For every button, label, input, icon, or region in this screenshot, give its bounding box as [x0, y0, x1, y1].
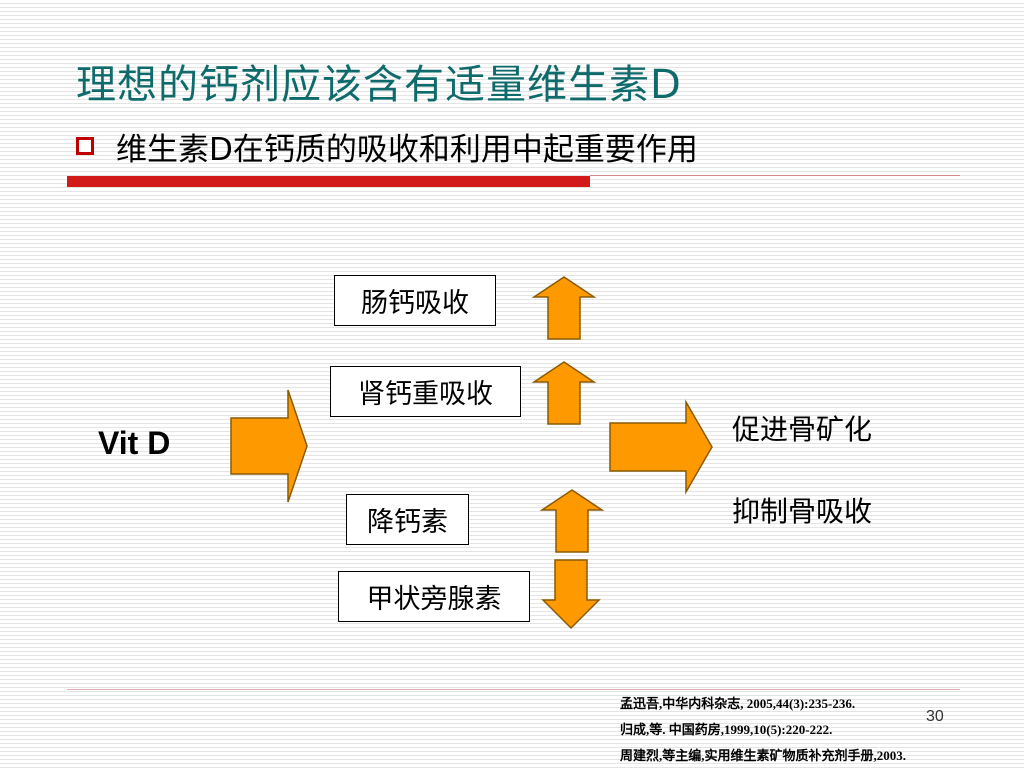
- footer-divider: [67, 689, 960, 690]
- title-underline-red: [67, 176, 590, 187]
- up-arrow-renal: [531, 361, 597, 425]
- references: 孟迅吾,中华内科杂志, 2005,44(3):235-236. 归成,等. 中国…: [620, 691, 906, 769]
- bullet-item: 维生素D在钙质的吸收和利用中起重要作用: [76, 124, 698, 168]
- page-number: 30: [926, 708, 944, 725]
- effect-inhibit-resorption: 抑制骨吸收: [732, 495, 873, 528]
- effect-right-arrow: [609, 399, 713, 495]
- vitamin-d-label: Vit D: [98, 425, 171, 461]
- vitd-right-arrow: [230, 389, 308, 503]
- square-bullet-icon: [76, 137, 94, 155]
- down-arrow-parathyroid: [541, 559, 601, 630]
- reference-item: 归成,等. 中国药房,1999,10(5):220-222.: [620, 722, 833, 737]
- box-parathyroid-hormone: 甲状旁腺素: [338, 571, 530, 622]
- box-renal-reabsorption: 肾钙重吸收: [330, 366, 521, 417]
- box-calcitonin: 降钙素: [346, 494, 469, 545]
- reference-item: 周建烈,等主编,实用维生素矿物质补充剂手册,2003.: [620, 748, 907, 763]
- reference-item: 孟迅吾,中华内科杂志, 2005,44(3):235-236.: [620, 696, 856, 711]
- up-arrow-calcitonin: [539, 489, 605, 553]
- slide-title: 理想的钙剂应该含有适量维生素D: [76, 62, 682, 108]
- box-intestinal-absorption: 肠钙吸收: [334, 275, 496, 326]
- effect-promote-mineralization: 促进骨矿化: [732, 413, 873, 446]
- up-arrow-intestinal: [531, 276, 597, 340]
- bullet-text: 维生素D在钙质的吸收和利用中起重要作用: [116, 131, 698, 168]
- title-underline-thin: [590, 175, 960, 176]
